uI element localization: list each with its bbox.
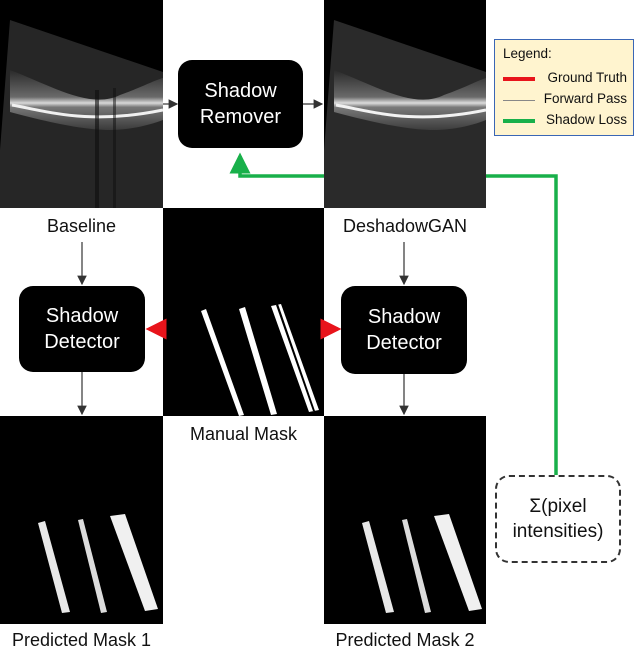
pixel-intensity-sum-node: Σ(pixel intensities)	[495, 475, 621, 563]
legend-item-shadow-loss: Shadow Loss	[501, 112, 631, 130]
shadow-detector-right-node: Shadow Detector	[341, 286, 467, 374]
deshadowgan-label: DeshadowGAN	[342, 216, 468, 236]
predicted-mask-1-stripes	[38, 514, 158, 613]
legend-swatch-forward-pass	[503, 100, 535, 101]
legend-label-shadow-loss: Shadow Loss	[545, 112, 627, 127]
predicted-mask-2-image	[324, 416, 486, 624]
legend-swatch-ground-truth	[503, 77, 535, 81]
shadow-remover-line2: Remover	[199, 106, 282, 128]
manual-mask-stripes	[201, 304, 319, 416]
legend-item-ground-truth: Ground Truth	[501, 70, 631, 88]
predicted-mask-1-image	[0, 416, 163, 624]
predicted-mask-2-stripes	[362, 514, 482, 613]
shadow-remover-node: Shadow Remover	[178, 60, 303, 148]
legend-swatch-shadow-loss	[503, 119, 535, 123]
legend-label-ground-truth: Ground Truth	[547, 70, 627, 85]
legend-box: Legend: Ground Truth Forward Pass Shadow…	[494, 39, 634, 136]
baseline-label: Baseline	[46, 216, 117, 236]
sum-line2: intensities)	[512, 521, 604, 542]
shadow-detector-left-line1: Shadow	[45, 305, 119, 327]
shadow-remover-line1: Shadow	[204, 80, 277, 102]
shadow-detector-left-line2: Detector	[44, 331, 120, 353]
legend-label-forward-pass: Forward Pass	[543, 91, 627, 106]
sum-line1: Σ(pixel	[529, 496, 587, 517]
deshadowgan-oct-image	[324, 0, 486, 208]
shadow-loss-arrow	[229, 152, 324, 178]
deshadowgan-oct-scan	[324, 20, 486, 208]
baseline-oct-scan	[0, 20, 163, 208]
legend-item-forward-pass: Forward Pass	[501, 91, 631, 109]
predicted-mask-1-label: Predicted Mask 1	[11, 630, 152, 650]
legend-title: Legend:	[503, 46, 552, 61]
predicted-mask-2-label: Predicted Mask 2	[335, 630, 475, 650]
shadow-loss-path	[486, 174, 558, 475]
manual-mask-image	[163, 208, 324, 416]
baseline-oct-image	[0, 0, 163, 208]
shadow-detector-left-node: Shadow Detector	[19, 286, 145, 372]
shadow-detector-right-line1: Shadow	[367, 306, 441, 328]
manual-mask-label: Manual Mask	[189, 424, 298, 444]
shadow-detector-right-line2: Detector	[366, 332, 442, 354]
